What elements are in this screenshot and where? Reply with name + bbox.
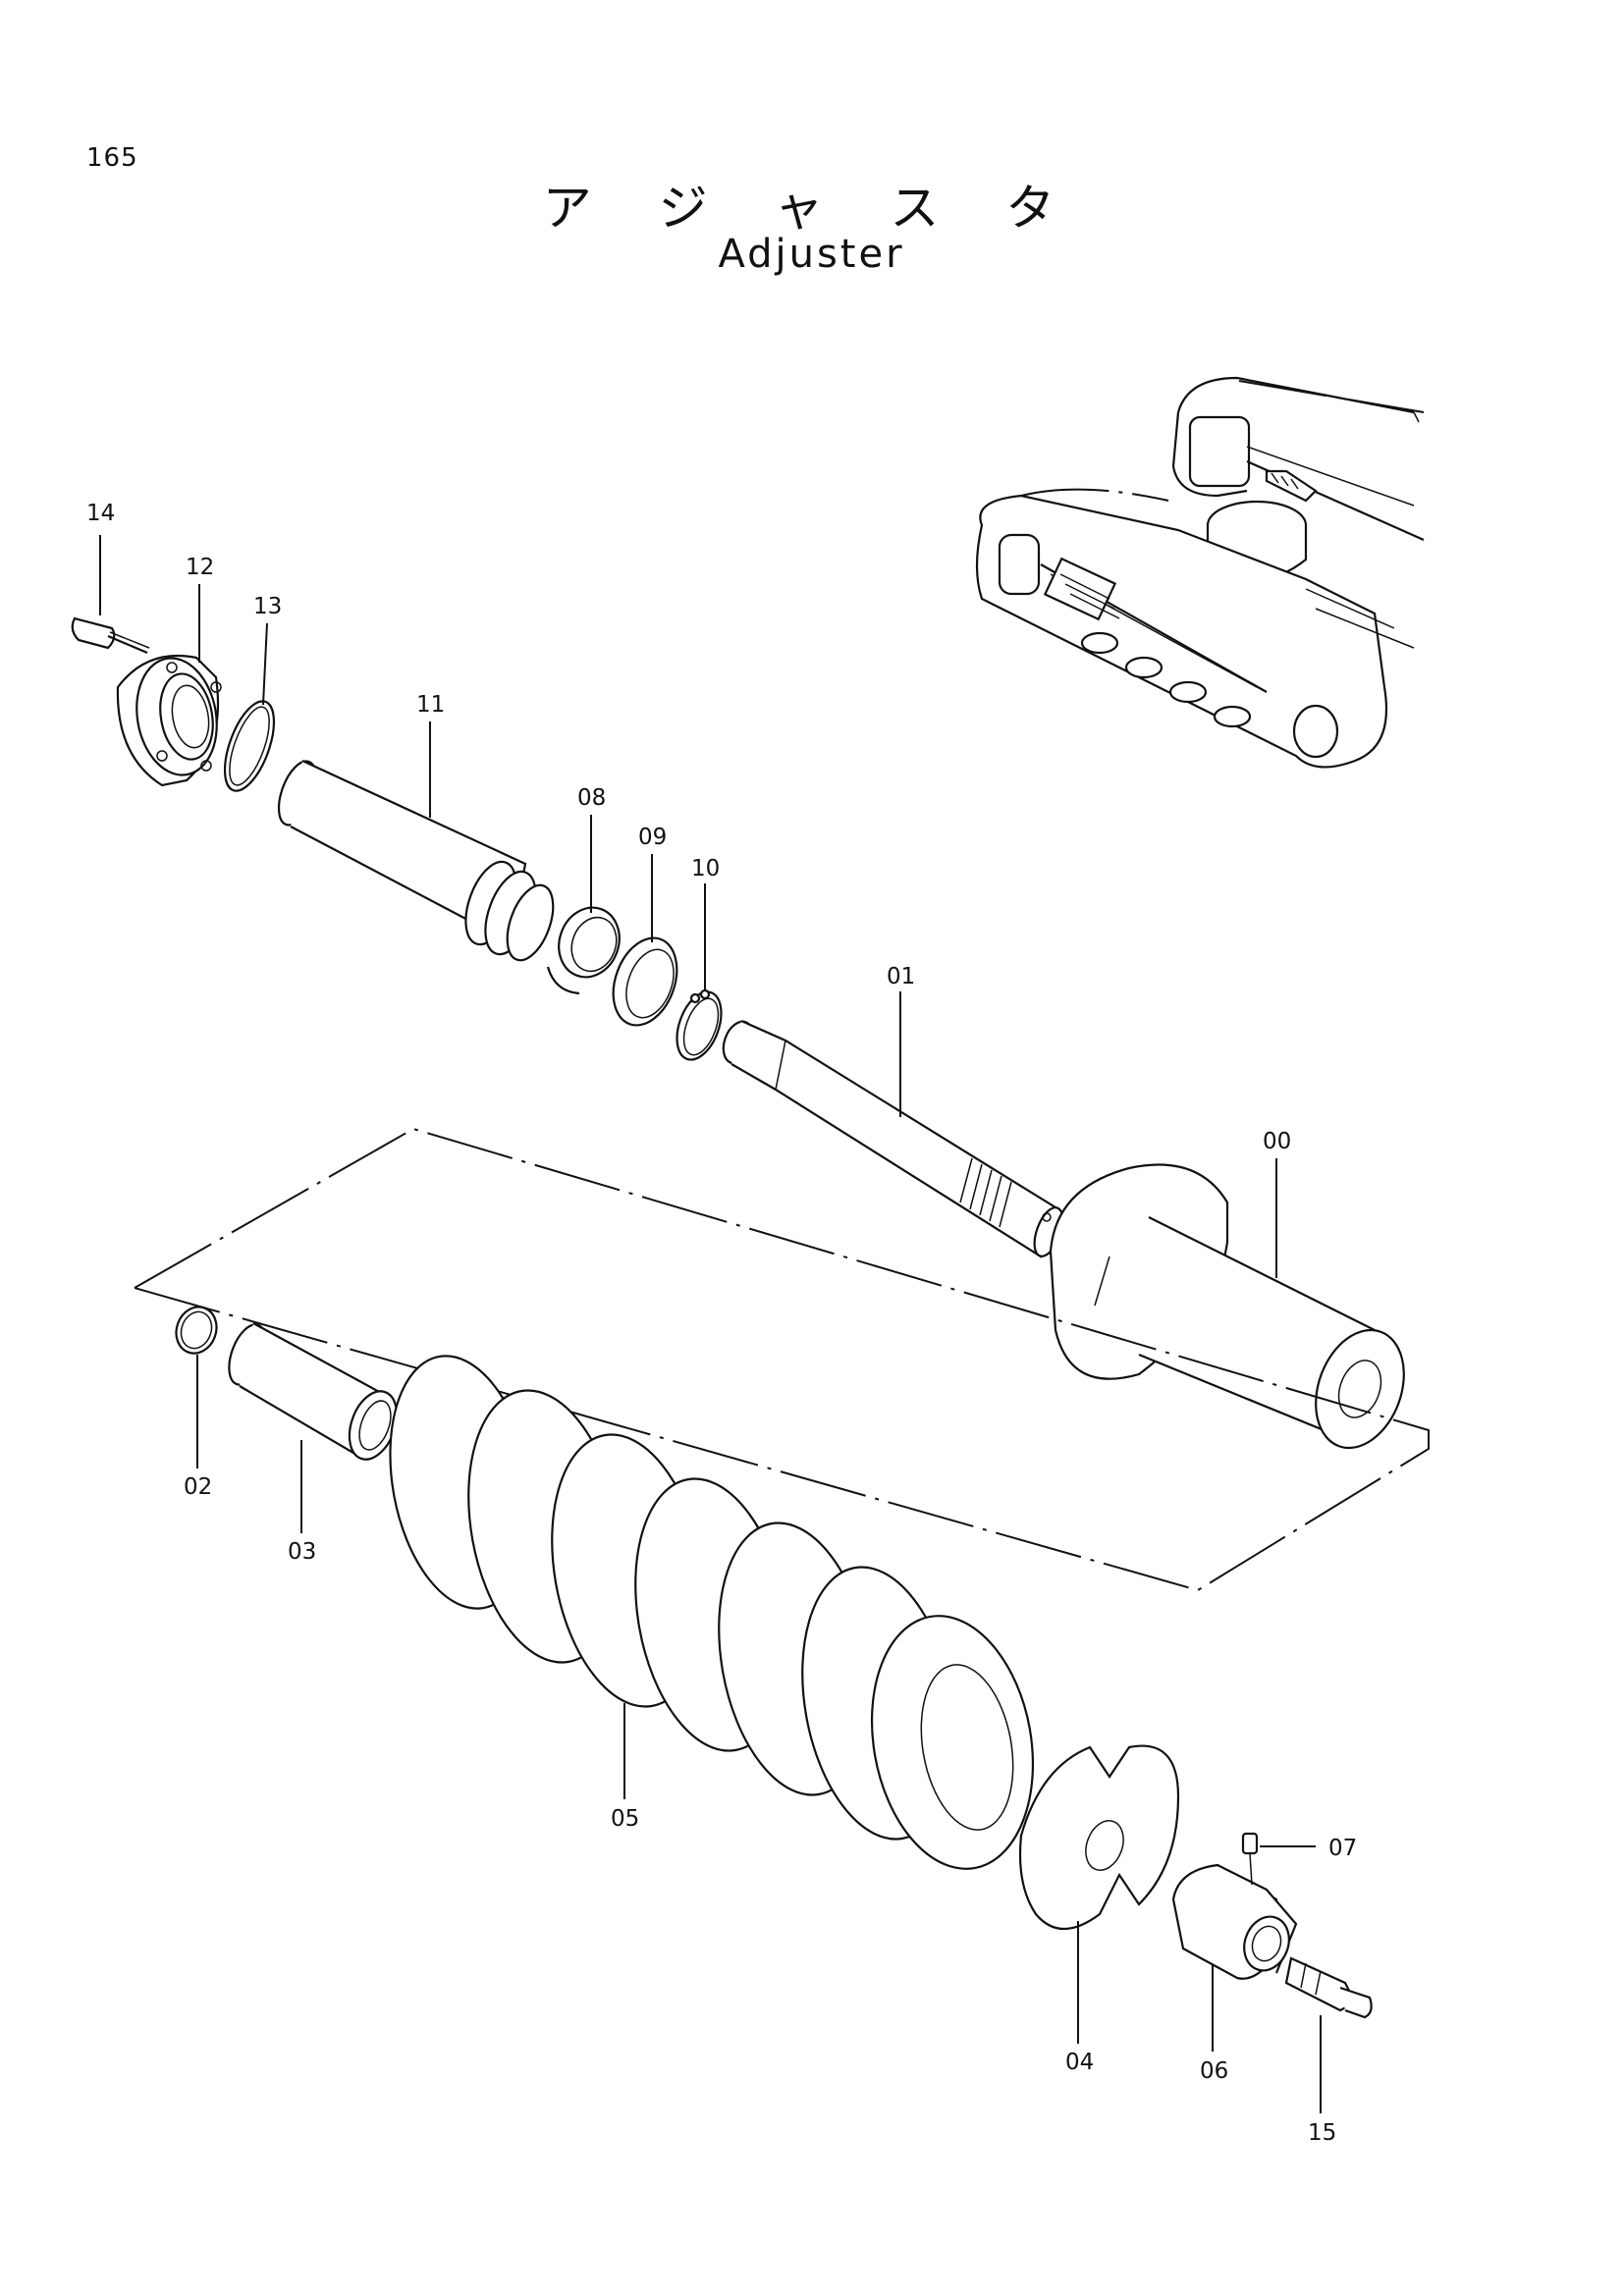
track-frame-inset	[975, 376, 1425, 769]
part-01-rod	[722, 1019, 1064, 1258]
label-15: 15	[1308, 2120, 1336, 2146]
part-05-spring	[389, 1355, 1035, 1870]
part-14-bolt	[71, 616, 150, 655]
part-15-fitting	[1284, 1956, 1373, 2019]
part-12-flange	[116, 654, 222, 787]
label-09: 09	[638, 825, 667, 850]
label-06: 06	[1200, 2058, 1228, 2084]
label-01: 01	[887, 964, 915, 989]
part-08-bushing	[546, 906, 621, 995]
title-english: Adjuster	[718, 232, 905, 277]
leader-lines	[99, 535, 1322, 2113]
part-09-seal	[612, 936, 678, 1027]
assembly-outline	[134, 1127, 1430, 1592]
part-03-spacer	[228, 1322, 399, 1461]
label-12: 12	[186, 555, 214, 580]
page-number: 165	[86, 143, 138, 173]
label-13: 13	[253, 594, 282, 619]
part-04-spring-plate	[1018, 1744, 1180, 1931]
label-05: 05	[611, 1806, 639, 1832]
title-japanese: ア ジ ャ ス タ	[542, 180, 1081, 237]
label-10: 10	[691, 856, 720, 881]
label-14: 14	[86, 501, 115, 526]
label-00: 00	[1263, 1129, 1291, 1154]
part-06-nut	[1171, 1863, 1298, 1980]
label-04: 04	[1065, 2050, 1094, 2075]
label-07: 07	[1328, 1836, 1357, 1861]
part-labels: 14 12 13 11 08 09 10 01 00 02 03 05 07 0…	[86, 501, 1357, 2146]
label-11: 11	[416, 692, 445, 718]
label-02: 02	[184, 1474, 212, 1500]
part-00-housing	[1049, 1163, 1405, 1450]
label-08: 08	[577, 785, 606, 811]
part-13-o-ring	[223, 700, 276, 792]
label-03: 03	[288, 1539, 316, 1565]
part-10-snap-ring	[676, 988, 723, 1061]
part-07-plug	[1241, 1832, 1259, 1886]
part-11-cylinder	[277, 760, 555, 962]
